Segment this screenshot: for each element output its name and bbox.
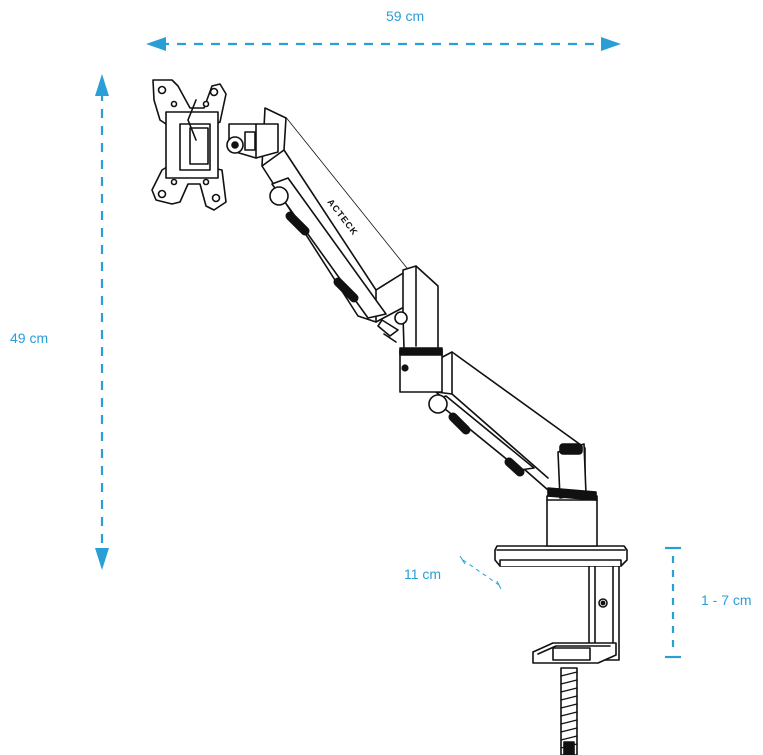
height-arrow-bottom [95,548,109,570]
depth-dimension-line [459,555,502,590]
clamp-range-caps [665,546,681,659]
height-label: 49 cm [10,330,49,346]
width-label: 59 cm [386,8,425,24]
dimension-arrowheads [95,37,621,570]
tilt-head [226,123,279,159]
post [546,495,598,547]
middle-joint [399,347,443,393]
dimension-lines [100,42,675,650]
monitor-arm: ACTECK [151,79,628,755]
height-arrow-top [95,74,109,96]
vesa-plate [151,79,227,211]
clamp-depth-label: 11 cm [404,566,442,582]
c-clamp [532,555,620,664]
base-plate [494,545,628,567]
width-arrow-left [146,37,166,51]
desk-pole [560,667,578,755]
clamp-range-label: 1 - 7 cm [701,592,752,608]
width-arrow-right [601,37,621,51]
lower-arm [428,351,597,501]
upper-arm [261,107,439,349]
